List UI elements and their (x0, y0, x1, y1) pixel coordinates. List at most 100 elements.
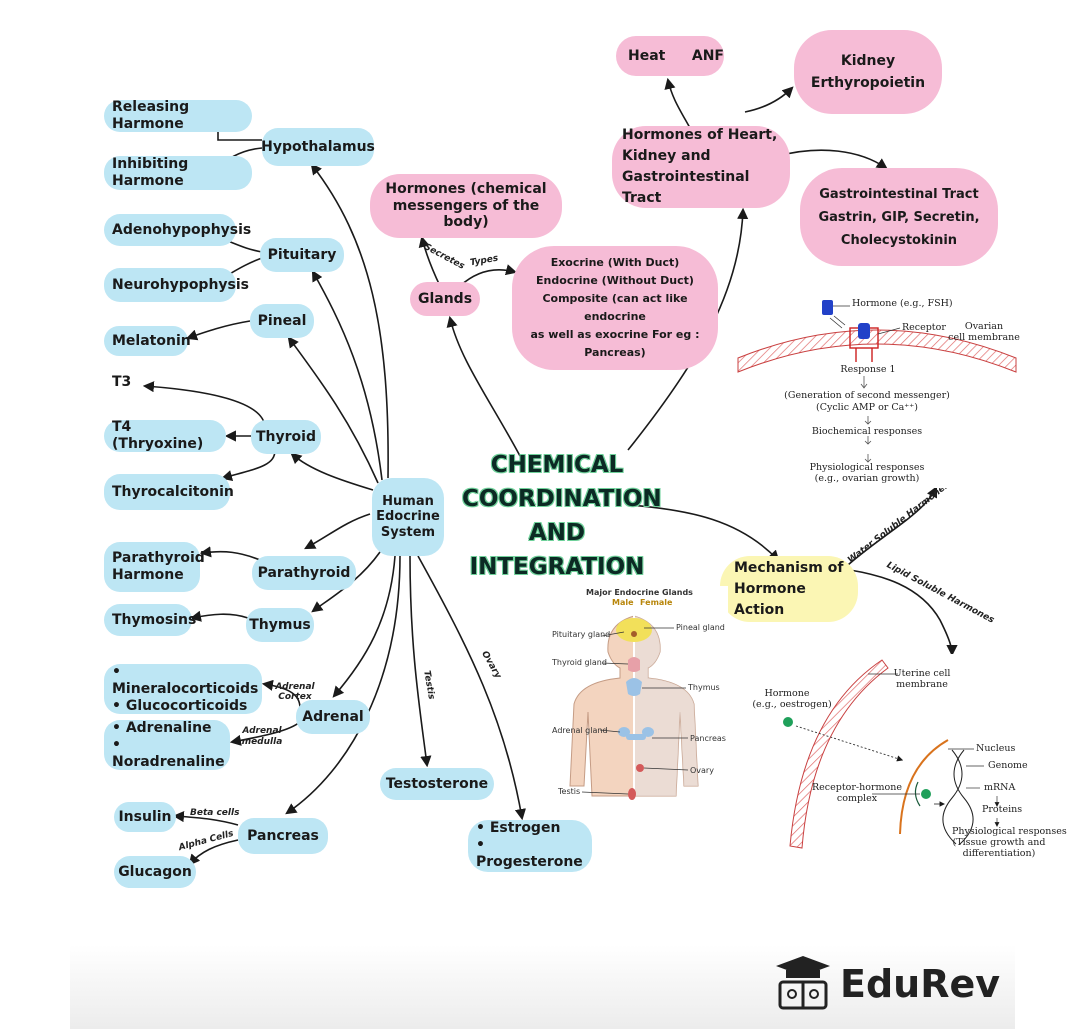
arrow-para-hormone (199, 546, 261, 561)
node-glands: Glands (410, 282, 480, 316)
arrow-hub-pineal (287, 336, 379, 484)
testis-shape (628, 788, 636, 800)
genome-label: Genome (988, 760, 1028, 771)
arrow-hub-parathyroid (304, 513, 371, 550)
type-line-1: Exocrine (With Duct) (550, 256, 680, 269)
ovary-shape (636, 764, 644, 772)
adrenaline-text: • Adrenaline (112, 720, 212, 736)
biochemical-label: Biochemical responses (811, 426, 923, 437)
arrow-glands-hormones (418, 235, 441, 287)
figure-pancreas-label: Pancreas (690, 734, 726, 743)
footer-band (70, 945, 1015, 1029)
arrow-heart-kidney (744, 86, 794, 113)
node-neurohypophysis: Neurohypophysis (104, 268, 249, 302)
figure-title: Major Endocrine Glands (586, 588, 693, 597)
oestrogen-dot (783, 717, 793, 727)
node-thymosins: Thymosins (104, 604, 196, 636)
node-t3: T3 (112, 373, 132, 390)
ovarian-label: Ovarian (964, 321, 1004, 332)
adrenal-left (618, 727, 630, 737)
node-thyroid: Thyroid (251, 420, 321, 454)
arrow-hub-adrenal (332, 555, 396, 698)
type-line-4: as well as exocrine For eg : (530, 328, 700, 341)
body-outline-graphic (569, 614, 699, 800)
node-mechanism-hormone-action: Mechanism of Hormone Action (720, 556, 858, 622)
lipid-physio-label-3: differentiation) (962, 848, 1036, 859)
node-testosterone: Testosterone (380, 768, 494, 800)
node-insulin: Insulin (114, 802, 176, 832)
arrow-heart-heat (664, 77, 691, 129)
gi-line-1: Gastrointestinal Tract (819, 186, 979, 202)
uterine-label-2: membrane (896, 679, 948, 690)
label-adrenal-medulla: Adrenal medulla (241, 726, 283, 747)
estrogen-text: • Estrogen (476, 820, 561, 836)
lipid-physio-label-2: (Tissue growth and (952, 837, 1046, 848)
major-endocrine-glands-figure: Major Endocrine Glands Male Female Pitui… (548, 586, 728, 812)
brain-shape (616, 618, 652, 642)
arrow-hub-testosterone (409, 555, 432, 768)
arrow-center-mechanism (629, 504, 780, 562)
type-line-5: Pancreas) (584, 346, 646, 359)
arrow-hub-pituitary (311, 270, 383, 481)
node-hypothalamus: Hypothalamus (261, 128, 375, 166)
response-label: Response 1 (840, 364, 896, 375)
pancreas-shape (626, 734, 646, 740)
node-adrenal: Adrenal (296, 700, 370, 734)
lipid-soluble-diagram: Uterine cell membrane Hormone (e.g., oes… (752, 654, 1067, 866)
figure-male-label: Male (612, 598, 634, 607)
arrow-pineal-melatonin (185, 320, 251, 341)
membrane-band (737, 329, 1017, 373)
node-adrenaline: • Adrenaline • Noradrenaline (104, 720, 230, 770)
receptor-label: Receptor (902, 322, 946, 333)
node-heat-anf: Heat ANF (616, 36, 724, 76)
arrow-hub-thyroid (290, 452, 374, 491)
node-thymus: Thymus (246, 608, 314, 642)
figure-thymus-label: Thymus (688, 683, 720, 692)
node-gastrointestinal: Gastrointestinal Tract Gastrin, GIP, Sec… (800, 168, 998, 266)
figure-testis-label: Testis (558, 787, 581, 796)
node-adenohypophysis: Adenohypophysis (104, 214, 251, 246)
ovarian-growth-label: (e.g., ovarian growth) (814, 473, 920, 484)
thyroid-shape (628, 657, 640, 672)
adrenal-right (642, 727, 654, 737)
node-corticoids: • Mineralocorticoids • Glucocorticoids (104, 664, 262, 714)
fsh-label: Hormone (e.g., FSH) (852, 298, 953, 309)
arrow-hub-ovary (417, 555, 526, 821)
arrow-mech-lipid (849, 569, 958, 657)
lipid-physio-label-1: Physiological responses (952, 826, 1067, 837)
uterine-label-1: Uterine cell (893, 668, 951, 679)
node-gland-types: Exocrine (With Duct) Endocrine (Without … (512, 246, 718, 370)
figure-adrenal-label: Adrenal gland (552, 726, 608, 735)
erythropoietin-text: Erthyropoietin (810, 75, 926, 91)
gi-line-3: Cholecystokinin (840, 232, 958, 248)
title-line-4: INTEGRATION (469, 554, 645, 580)
kidney-text: Kidney (840, 53, 896, 69)
edurev-logo-icon (776, 956, 830, 1010)
nucleus-membrane (899, 739, 949, 835)
node-hormones-definition: Hormones (chemical messengers of the bod… (370, 174, 562, 238)
figure-pineal-label: Pineal gland (676, 623, 725, 632)
node-glucagon: Glucagon (114, 856, 196, 888)
node-hormones-heart-kidney-gi: Hormones of Heart, Kidney and Gastrointe… (612, 126, 790, 208)
arrow-thyroid-thyrocal (220, 449, 276, 482)
title-line-1: CHEMICAL (490, 452, 624, 478)
lipid-hormone-label-1: Hormone (764, 688, 810, 699)
heat-text: Heat (628, 47, 666, 64)
nucleus-label: Nucleus (976, 743, 1016, 754)
complex-label-2: complex (836, 793, 878, 804)
arrow-pancreas-insulin (172, 811, 239, 826)
node-t4-thyroxine: T4 (Thryoxine) (104, 419, 226, 452)
node-pituitary: Pituitary (260, 238, 344, 272)
arrow-center-glands (446, 315, 521, 457)
label-beta-cells: Beta cells (190, 808, 240, 818)
fsh-hormone-shape (822, 300, 833, 315)
proteins-label: Proteins (982, 804, 1023, 815)
thymus-shape (626, 678, 642, 696)
figure-thyroid-label: Thyroid gland (552, 658, 607, 667)
bound-hormone-shape (858, 323, 870, 339)
second-messenger-label: (Generation of second messenger) (784, 390, 950, 401)
lipid-hormone-label-2: (e.g., oestrogen) (752, 699, 832, 710)
arrow-hub-hypothalamus (310, 163, 389, 479)
type-line-3: Composite (can act like endocrine (542, 292, 688, 323)
